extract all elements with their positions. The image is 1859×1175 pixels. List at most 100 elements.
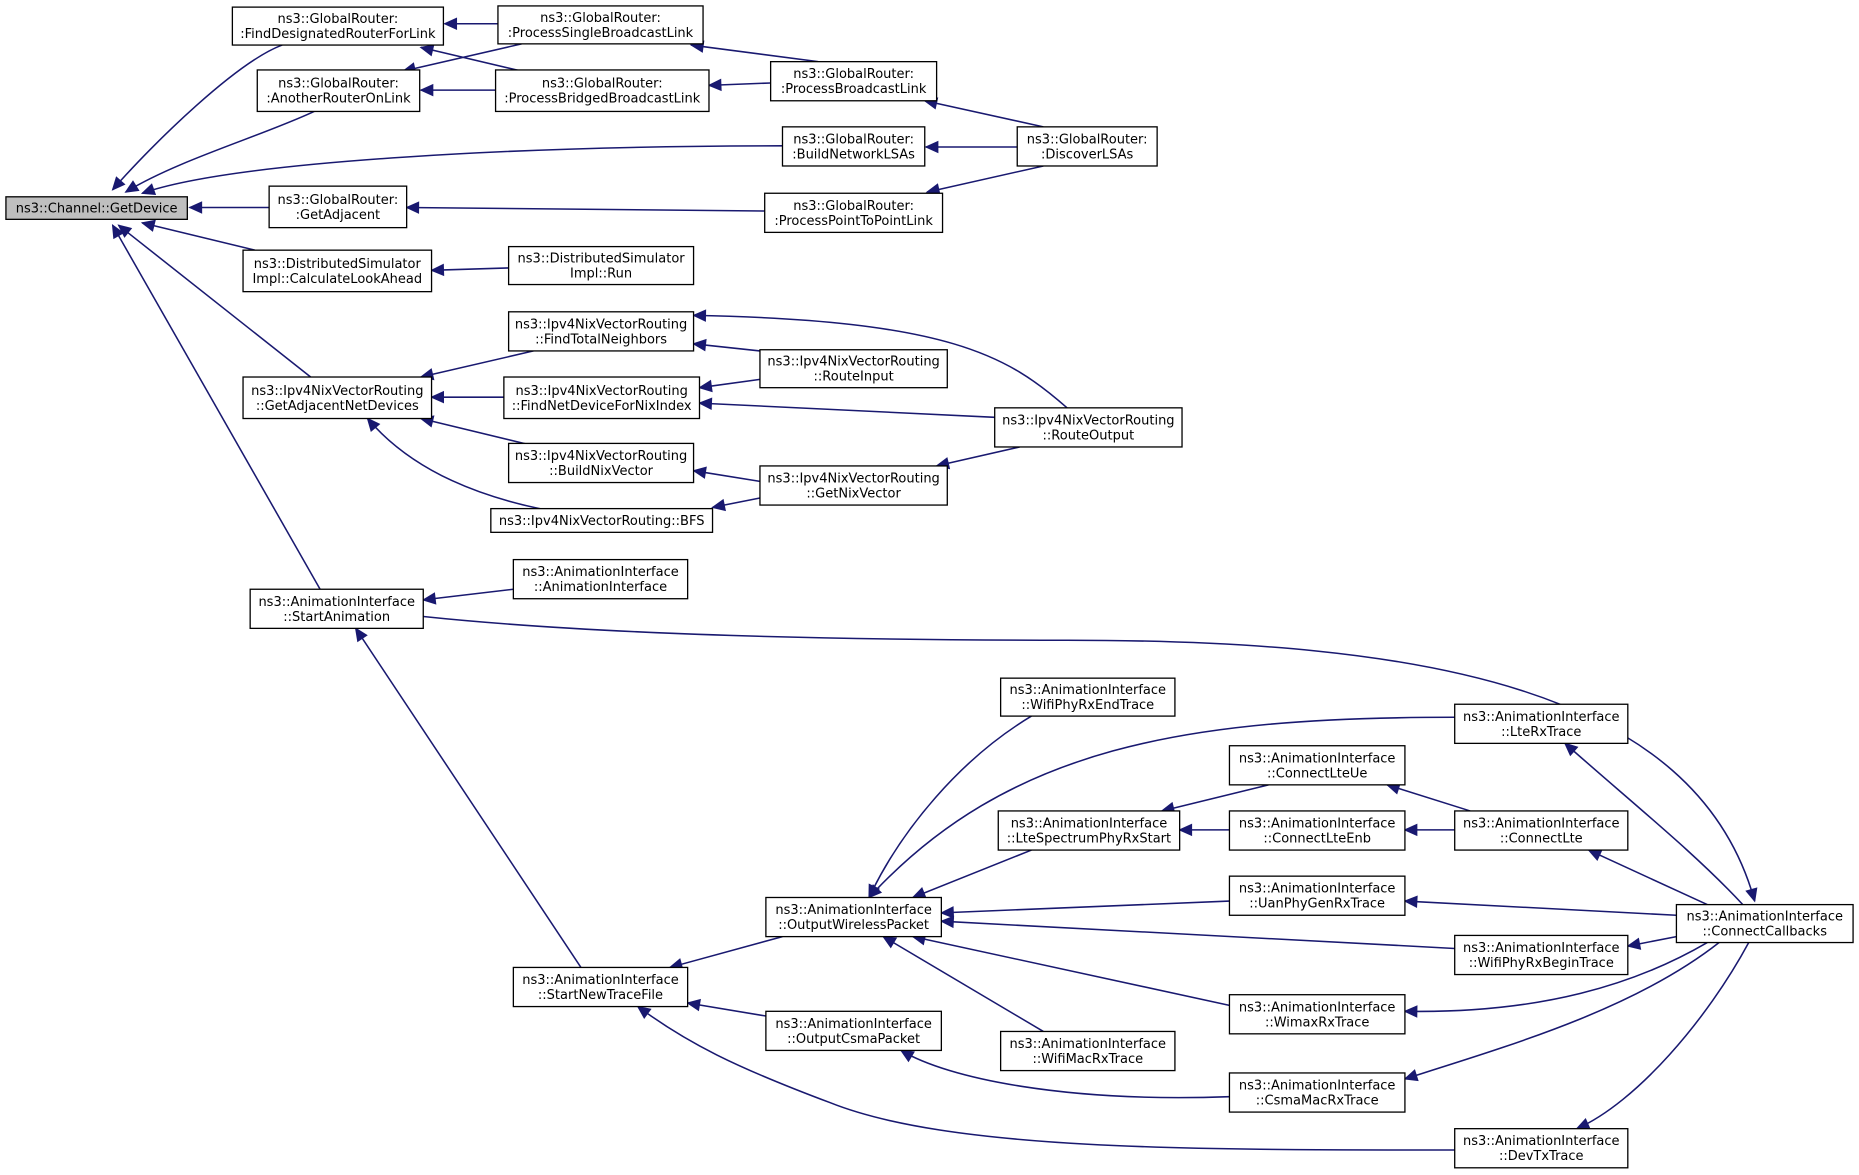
node-label-line: ns3::DistributedSimulator	[518, 252, 686, 267]
node-label-line: ns3::AnimationInterface	[1011, 817, 1168, 832]
edge-line	[1576, 942, 1750, 1130]
node-box[interactable]	[490, 507, 714, 533]
node-discoverlsas[interactable]: ns3::GlobalRouter::DiscoverLSAs	[1016, 126, 1158, 167]
edge-arrowhead	[111, 224, 125, 240]
node-processbridged[interactable]: ns3::GlobalRouter::ProcessBridgedBroadca…	[494, 69, 710, 113]
node-calclookahead[interactable]: ns3::DistributedSimulatorImpl::Calculate…	[242, 249, 433, 293]
node-buildnixvector[interactable]: ns3::Ipv4NixVectorRouting::BuildNixVecto…	[507, 442, 695, 484]
node-lterxtrace[interactable]: ns3::AnimationInterface::LteRxTrace	[1454, 703, 1629, 745]
node-box[interactable]	[1675, 903, 1854, 944]
node-box[interactable]	[494, 69, 710, 113]
node-getadjacent[interactable]: ns3::GlobalRouter::GetAdjacent	[268, 185, 408, 229]
edge-line	[431, 267, 509, 272]
node-box[interactable]	[1454, 934, 1629, 976]
node-box[interactable]	[765, 1010, 943, 1052]
node-label-line: ns3::AnimationInterface	[1463, 941, 1620, 956]
edge-arrowhead	[698, 397, 713, 410]
node-box[interactable]	[781, 126, 926, 167]
node-box[interactable]	[994, 407, 1183, 448]
node-box[interactable]	[497, 5, 704, 45]
node-box[interactable]	[997, 810, 1181, 851]
node-ltespectrum[interactable]: ns3::AnimationInterface::LteSpectrumPhyR…	[997, 810, 1181, 851]
node-label-line: ns3::GlobalRouter:	[793, 67, 914, 82]
edge-arrowhead	[405, 201, 420, 214]
node-wifiphyrxbegin[interactable]: ns3::AnimationInterface::WifiPhyRxBeginT…	[1454, 934, 1629, 976]
node-box[interactable]	[5, 196, 188, 220]
node-label-line: ::GetAdjacentNetDevices	[256, 399, 419, 414]
node-box[interactable]	[764, 192, 944, 234]
node-box[interactable]	[507, 245, 695, 286]
node-label-line: ::WifiMacRxTrace	[1032, 1052, 1143, 1067]
edge-anotherrouter-to-getdevice	[124, 110, 315, 193]
node-box[interactable]	[999, 1030, 1176, 1072]
node-box[interactable]	[268, 185, 408, 229]
node-box[interactable]	[1454, 703, 1629, 745]
edge-connectlte-to-connectlteue	[1385, 782, 1471, 812]
node-label-line: ns3::Channel::GetDevice	[16, 202, 178, 217]
node-box[interactable]	[1228, 875, 1406, 916]
node-startnewtrace[interactable]: ns3::AnimationInterface::StartNewTraceFi…	[512, 966, 689, 1008]
edge-startnewtrace-to-startanimation	[354, 627, 582, 968]
node-box[interactable]	[999, 677, 1176, 717]
node-connectlteenb[interactable]: ns3::AnimationInterface::ConnectLteEnb	[1228, 810, 1406, 851]
node-box[interactable]	[759, 349, 948, 389]
edge-processsinglebcast-to-anotherrouter	[401, 43, 522, 75]
node-box[interactable]	[1454, 810, 1629, 851]
node-animctor[interactable]: ns3::AnimationInterface::AnimationInterf…	[512, 558, 689, 600]
node-wifimacrx[interactable]: ns3::AnimationInterface::WifiMacRxTrace	[999, 1030, 1176, 1072]
edge-buildnetworklsas-to-getdevice	[140, 145, 783, 196]
node-box[interactable]	[231, 6, 445, 46]
node-connectlteue[interactable]: ns3::AnimationInterface::ConnectLteUe	[1228, 745, 1406, 786]
node-startanimation[interactable]: ns3::AnimationInterface::StartAnimation	[249, 588, 424, 630]
node-getdevice[interactable]: ns3::Channel::GetDevice	[5, 196, 188, 220]
node-csmamacrx[interactable]: ns3::AnimationInterface::CsmaMacRxTrace	[1228, 1072, 1406, 1113]
edge-line	[924, 100, 1044, 128]
edge-animctor-to-startanimation	[421, 588, 514, 605]
node-box[interactable]	[242, 249, 433, 293]
node-label-line: :DiscoverLSAs	[1041, 147, 1134, 162]
node-outputcsma[interactable]: ns3::AnimationInterface::OutputCsmaPacke…	[765, 1010, 943, 1052]
node-label-line: ::FindTotalNeighbors	[535, 332, 667, 347]
node-box[interactable]	[759, 465, 948, 506]
node-label-line: ::ConnectLte	[1500, 832, 1583, 847]
node-buildnetworklsas[interactable]: ns3::GlobalRouter::BuildNetworkLSAs	[781, 126, 926, 167]
node-outputwireless[interactable]: ns3::AnimationInterface::OutputWirelessP…	[765, 896, 943, 938]
node-connectcallbacks[interactable]: ns3::AnimationInterface::ConnectCallback…	[1675, 903, 1854, 944]
node-box[interactable]	[512, 558, 689, 600]
node-box[interactable]	[1016, 126, 1158, 167]
edge-line	[1564, 742, 1744, 906]
node-box[interactable]	[507, 311, 695, 352]
node-box[interactable]	[1228, 994, 1406, 1035]
node-box[interactable]	[503, 376, 701, 420]
node-uanphygen[interactable]: ns3::AnimationInterface::UanPhyGenRxTrac…	[1228, 875, 1406, 916]
node-routeoutput[interactable]: ns3::Ipv4NixVectorRouting::RouteOutput	[994, 407, 1183, 448]
node-box[interactable]	[1228, 1072, 1406, 1113]
node-box[interactable]	[1228, 745, 1406, 786]
node-findnetdevnix[interactable]: ns3::Ipv4NixVectorRouting::FindNetDevice…	[503, 376, 701, 420]
node-box[interactable]	[1228, 810, 1406, 851]
edge-line	[423, 615, 1756, 902]
node-anotherrouter[interactable]: ns3::GlobalRouter::AnotherRouterOnLink	[256, 69, 421, 113]
node-finddesignated[interactable]: ns3::GlobalRouter::FindDesignatedRouterF…	[231, 6, 445, 46]
node-wifiphyrxend[interactable]: ns3::AnimationInterface::WifiPhyRxEndTra…	[999, 677, 1176, 717]
node-devtx[interactable]: ns3::AnimationInterface::DevTxTrace	[1454, 1128, 1629, 1169]
node-processsinglebcast[interactable]: ns3::GlobalRouter::ProcessSingleBroadcas…	[497, 5, 704, 45]
node-box[interactable]	[507, 442, 695, 484]
node-box[interactable]	[1454, 1128, 1629, 1169]
node-findtotalneigh[interactable]: ns3::Ipv4NixVectorRouting::FindTotalNeig…	[507, 311, 695, 352]
node-box[interactable]	[249, 588, 424, 630]
node-processbcast[interactable]: ns3::GlobalRouter::ProcessBroadcastLink	[769, 61, 938, 102]
node-processp2p[interactable]: ns3::GlobalRouter::ProcessPointToPointLi…	[764, 192, 944, 234]
node-routeinput[interactable]: ns3::Ipv4NixVectorRouting::RouteInput	[759, 349, 948, 389]
node-box[interactable]	[512, 966, 689, 1008]
node-connectlte[interactable]: ns3::AnimationInterface::ConnectLte	[1454, 810, 1629, 851]
node-box[interactable]	[242, 376, 433, 420]
node-box[interactable]	[256, 69, 421, 113]
node-getadjnetdev[interactable]: ns3::Ipv4NixVectorRouting::GetAdjacentNe…	[242, 376, 433, 420]
node-getnixvector[interactable]: ns3::Ipv4NixVectorRouting::GetNixVector	[759, 465, 948, 506]
node-box[interactable]	[769, 61, 938, 102]
node-wimaxrx[interactable]: ns3::AnimationInterface::WimaxRxTrace	[1228, 994, 1406, 1035]
node-bfs[interactable]: ns3::Ipv4NixVectorRouting::BFS	[490, 507, 714, 533]
node-box[interactable]	[765, 896, 943, 938]
